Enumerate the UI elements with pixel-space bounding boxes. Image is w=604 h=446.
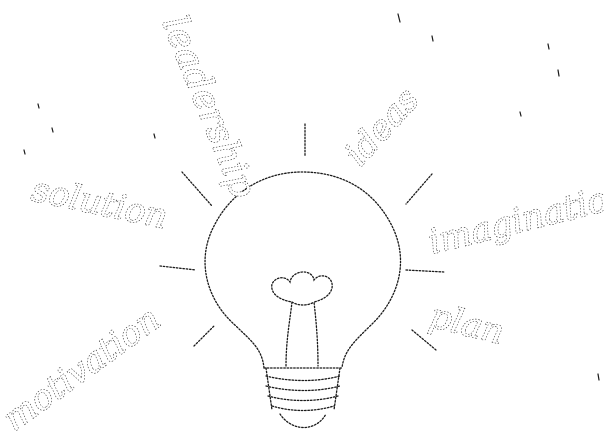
- ray-top-right: [406, 174, 432, 204]
- bulb-base-side-left: [266, 368, 272, 410]
- speck: [52, 128, 53, 132]
- bulb-base-thread-1: [266, 376, 340, 381]
- speck: [38, 104, 39, 108]
- bulb-base-thread-2: [266, 386, 340, 391]
- speck: [558, 70, 559, 76]
- ray-top-left: [182, 172, 212, 206]
- light-bulb-icon: [205, 172, 400, 428]
- word-plan: plan: [426, 296, 508, 353]
- filament-loop: [292, 302, 314, 305]
- word-motivation: motivation: [0, 299, 168, 439]
- bulb-glass: [205, 172, 400, 368]
- rays: [160, 124, 444, 350]
- filament: [272, 272, 332, 366]
- bulb-base-thread-3: [268, 396, 338, 401]
- ray-right: [406, 270, 444, 272]
- speck: [548, 44, 549, 49]
- word-leadership: leadership: [154, 10, 264, 203]
- speck: [154, 134, 155, 138]
- ray-bottom-left: [194, 326, 214, 346]
- bulb-base-tip: [280, 414, 326, 428]
- speck: [432, 36, 433, 41]
- ray-left: [160, 266, 196, 270]
- speck: [24, 150, 25, 154]
- word-ideas: ideas: [337, 80, 427, 174]
- bulb-base-thread-4: [272, 406, 334, 411]
- words: leadership ideas solution imagination pl…: [0, 10, 604, 439]
- speck: [520, 112, 521, 116]
- speck: [398, 14, 400, 22]
- word-solution: solution: [28, 170, 171, 238]
- word-imagination: imagination: [425, 174, 604, 262]
- bulb-base-side-right: [334, 368, 340, 410]
- speck: [598, 374, 599, 380]
